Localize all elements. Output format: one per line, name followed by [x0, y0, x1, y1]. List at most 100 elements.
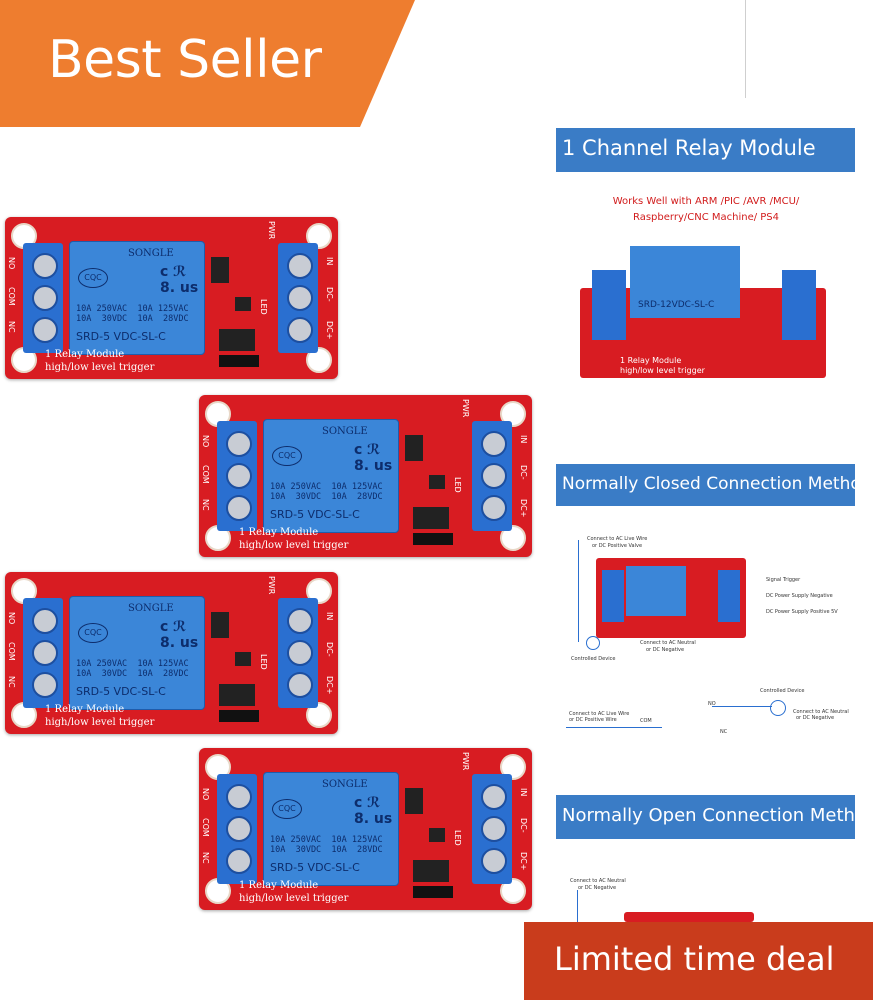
- board-label-1: 1 Relay Module: [239, 880, 319, 891]
- relay-spec-1: 10A 250VAC 10A 125VAC: [270, 835, 383, 845]
- pin-dc-minus: DC-: [325, 642, 334, 657]
- relay-model: SRD-5 VDC-SL-C: [76, 330, 166, 343]
- nc-label-ac-neutral-2: or DC Negative: [646, 647, 685, 653]
- wire-label-device: Controlled Device: [760, 688, 805, 694]
- pin-in: IN: [325, 257, 334, 266]
- panel1-subtitle-line1: Works Well with ARM /PIC /AVR /MCU/: [612, 196, 800, 207]
- panel3-title-banner: Normally Open Connection Method: [556, 795, 855, 839]
- terminal-block-input: [472, 421, 512, 531]
- pin-no: NO: [201, 435, 210, 448]
- panel1-subtitle: Works Well with ARM /PIC /AVR /MCU/ Rasp…: [556, 194, 856, 226]
- pin-com: COM: [7, 287, 16, 306]
- no-label-neutral-2: or DC Negative: [578, 885, 617, 891]
- best-seller-badge: Best Seller: [0, 0, 415, 127]
- relay-component: SONGLE CQC c ℛ 8. us 10A 250VAC 10A 125V…: [69, 596, 205, 710]
- pin-nc: NC: [7, 321, 16, 333]
- panel1-terminal-right: [782, 270, 816, 340]
- optocoupler: [219, 329, 255, 351]
- pin-no: NO: [7, 612, 16, 625]
- pin-dc-minus: DC-: [519, 818, 528, 833]
- terminal-block-input: [472, 774, 512, 884]
- board-label-2: high/low level trigger: [45, 717, 155, 728]
- no-wire: [577, 890, 578, 922]
- relay-spec-2: 10A 30VDC 10A 28VDC: [270, 492, 383, 502]
- limited-deal-label: Limited time deal: [554, 940, 835, 978]
- pin-dc-minus: DC-: [325, 287, 334, 302]
- pin-pwr: PWR: [267, 576, 276, 595]
- relay-spec-2: 10A 30VDC 10A 28VDC: [76, 314, 189, 324]
- panel1-silk-2: high/low level trigger: [620, 366, 705, 375]
- transistor: [211, 257, 229, 283]
- panel1-subtitle-line2: Raspberry/CNC Machine/ PS4: [632, 212, 780, 223]
- pin-pwr: PWR: [461, 399, 470, 418]
- device-icon-2: [770, 700, 786, 716]
- cert-logo: CQC: [272, 799, 302, 819]
- circuit-line-2: [712, 706, 772, 707]
- pin-pwr: PWR: [461, 752, 470, 771]
- pin-led: LED: [453, 830, 462, 846]
- wire-label-neutral: Connect to AC Neutral: [793, 709, 849, 715]
- nc-label-dc-neg: DC Power Supply Negative: [766, 593, 833, 599]
- smd-component: [235, 297, 251, 311]
- relay-brand: SONGLE: [322, 779, 368, 790]
- relay-spec-2: 10A 30VDC 10A 28VDC: [270, 845, 383, 855]
- relay-brand: SONGLE: [128, 603, 174, 614]
- nc-label-signal: Signal Trigger: [766, 577, 801, 583]
- panel1-relay: SRD-12VDC-SL-C: [630, 246, 740, 318]
- relay-component: SONGLE CQC c ℛ 8. us 10A 250VAC 10A 125V…: [69, 241, 205, 355]
- limited-deal-badge: Limited time deal: [524, 922, 873, 1000]
- board-label-2: high/low level trigger: [239, 893, 349, 904]
- trigger-jumper: [413, 886, 453, 898]
- pin-no: NO: [201, 788, 210, 801]
- ul-mark: c ℛ 8. us: [160, 264, 199, 296]
- wire-label-live: Connect to AC Live Wire: [569, 711, 630, 717]
- nc-label-ac-live-2: or DC Positive Valve: [592, 543, 643, 549]
- trigger-jumper: [219, 355, 259, 367]
- trigger-jumper: [413, 533, 453, 545]
- relay-board-1: SONGLE CQC c ℛ 8. us 10A 250VAC 10A 125V…: [5, 217, 338, 379]
- pin-nc: NC: [201, 852, 210, 864]
- panel2-board-image: [596, 558, 746, 638]
- pin-pwr: PWR: [267, 221, 276, 240]
- terminal-block-output: [217, 774, 257, 884]
- terminal-block-output: [23, 598, 63, 708]
- pin-dc-plus: DC+: [325, 676, 334, 695]
- pin-com: COM: [201, 465, 210, 484]
- pin-dc-minus: DC-: [519, 465, 528, 480]
- no-label-neutral: Connect to AC Neutral: [570, 878, 626, 884]
- panel1-terminal-left: [592, 270, 626, 340]
- pin-led: LED: [453, 477, 462, 493]
- terminal-block-output: [23, 243, 63, 353]
- wire-label-nc: NC: [720, 729, 728, 735]
- board-label-1: 1 Relay Module: [45, 704, 125, 715]
- pin-dc-plus: DC+: [519, 499, 528, 518]
- relay-component: SONGLE CQC c ℛ 8. us 10A 250VAC 10A 125V…: [263, 772, 399, 886]
- panel1-silk-1: 1 Relay Module: [620, 356, 682, 365]
- terminal-block-input: [278, 243, 318, 353]
- relay-board-2: SONGLE CQC c ℛ 8. us 10A 250VAC 10A 125V…: [199, 395, 532, 557]
- wire-label-live-2: or DC Positive Wire: [569, 717, 617, 723]
- pin-dc-plus: DC+: [325, 321, 334, 340]
- nc-label-ac-neutral: Connect to AC Neutral: [640, 640, 696, 646]
- panel2-title-banner: Normally Closed Connection Method: [556, 464, 855, 506]
- pin-led: LED: [259, 299, 268, 315]
- panel3-board-image: [624, 912, 754, 922]
- board-label-2: high/low level trigger: [239, 540, 349, 551]
- terminal-block-input: [278, 598, 318, 708]
- pin-com: COM: [7, 642, 16, 661]
- panel1-title: 1 Channel Relay Module: [562, 136, 816, 160]
- pin-in: IN: [519, 788, 528, 797]
- pin-com: COM: [201, 818, 210, 837]
- cert-logo: CQC: [272, 446, 302, 466]
- best-seller-label: Best Seller: [48, 30, 322, 90]
- divider-line: [745, 0, 746, 98]
- relay-board-4: SONGLE CQC c ℛ 8. us 10A 250VAC 10A 125V…: [199, 748, 532, 910]
- ul-mark: c ℛ 8. us: [160, 619, 199, 651]
- nc-label-ac-live: Connect to AC Live Wire: [587, 536, 648, 542]
- board-label-1: 1 Relay Module: [239, 527, 319, 538]
- cert-logo: CQC: [78, 623, 108, 643]
- relay-component: SONGLE CQC c ℛ 8. us 10A 250VAC 10A 125V…: [263, 419, 399, 533]
- relay-model: SRD-5 VDC-SL-C: [270, 508, 360, 521]
- panel1-title-banner: 1 Channel Relay Module: [556, 128, 855, 172]
- nc-label-dc-pos: DC Power Supply Positive 5V: [766, 609, 838, 615]
